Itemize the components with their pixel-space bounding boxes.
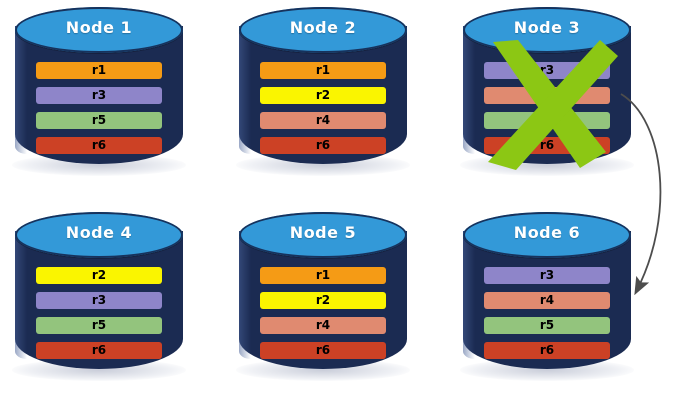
- record-bar[interactable]: r5: [484, 317, 610, 334]
- cylinder-highlight: [15, 231, 27, 359]
- record-bar[interactable]: r6: [36, 342, 162, 359]
- record-bar[interactable]: r4: [260, 112, 386, 129]
- record-bar[interactable]: r6: [260, 342, 386, 359]
- cylinder-highlight: [463, 26, 475, 154]
- node-title: Node 1: [65, 18, 133, 37]
- node-title: Node 2: [289, 18, 357, 37]
- record-bar[interactable]: r4: [484, 292, 610, 309]
- record-list: r1 r2 r4 r6: [260, 267, 386, 359]
- node-2[interactable]: Node 2 r1 r2 r4 r6: [228, 4, 418, 179]
- record-bar[interactable]: r3: [484, 267, 610, 284]
- record-bar[interactable]: r5: [36, 317, 162, 334]
- cylinder-top-rim: [15, 7, 183, 53]
- record-list: r3 r4 r5 r6: [484, 62, 610, 154]
- node-title: Node 6: [513, 223, 581, 242]
- record-bar[interactable]: r5: [484, 112, 610, 129]
- record-bar[interactable]: r5: [36, 112, 162, 129]
- record-bar[interactable]: r2: [36, 267, 162, 284]
- cylinder-highlight: [463, 231, 475, 359]
- record-bar[interactable]: r6: [36, 137, 162, 154]
- node-title: Node 3: [513, 18, 581, 37]
- record-list: r3 r4 r5 r6: [484, 267, 610, 359]
- cylinder-top-rim: [15, 212, 183, 258]
- record-bar[interactable]: r6: [484, 137, 610, 154]
- node-5[interactable]: Node 5 r1 r2 r4 r6: [228, 209, 418, 384]
- node-title: Node 4: [65, 223, 133, 242]
- cylinder-highlight: [15, 26, 27, 154]
- record-bar[interactable]: r1: [260, 62, 386, 79]
- cylinder-highlight: [239, 231, 251, 359]
- record-list: r2 r3 r5 r6: [36, 267, 162, 359]
- cylinder-top-rim: [239, 7, 407, 53]
- record-bar[interactable]: r2: [260, 87, 386, 104]
- record-bar[interactable]: r1: [36, 62, 162, 79]
- node-1[interactable]: Node 1 r1 r3 r5 r6: [4, 4, 194, 179]
- record-bar[interactable]: r6: [260, 137, 386, 154]
- cylinder-highlight: [239, 26, 251, 154]
- record-bar[interactable]: r2: [260, 292, 386, 309]
- cylinder-top-rim: [239, 212, 407, 258]
- node-3[interactable]: Node 3 r3 r4 r5 r6: [452, 4, 642, 179]
- record-list: r1 r3 r5 r6: [36, 62, 162, 154]
- record-bar[interactable]: r6: [484, 342, 610, 359]
- record-bar[interactable]: r4: [484, 87, 610, 104]
- node-title: Node 5: [289, 223, 357, 242]
- record-bar[interactable]: r3: [36, 87, 162, 104]
- record-list: r1 r2 r4 r6: [260, 62, 386, 154]
- node-4[interactable]: Node 4 r2 r3 r5 r6: [4, 209, 194, 384]
- record-bar[interactable]: r3: [484, 62, 610, 79]
- node-6[interactable]: Node 6 r3 r4 r5 r6: [452, 209, 642, 384]
- record-bar[interactable]: r4: [260, 317, 386, 334]
- record-bar[interactable]: r1: [260, 267, 386, 284]
- record-bar[interactable]: r3: [36, 292, 162, 309]
